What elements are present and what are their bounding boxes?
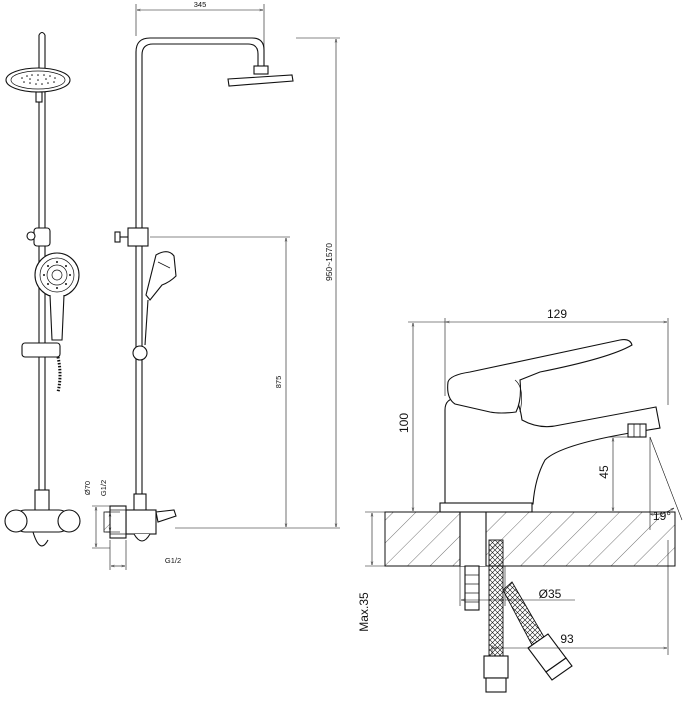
- dim-19deg: 19°: [649, 436, 683, 530]
- dim-max35-label: Max.35: [357, 592, 371, 632]
- countertop-section: [384, 511, 676, 567]
- dim-93: 93: [491, 540, 669, 655]
- mounting-shank: [464, 565, 480, 611]
- dim-g12-top-label: G1/2: [99, 480, 108, 496]
- dim-g12-bottom: G1/2: [109, 540, 181, 570]
- dim-129: 129: [444, 307, 669, 405]
- rain-shower-head-side: [227, 65, 294, 87]
- dim-45: 45: [597, 436, 630, 511]
- dim-d70-label: Ø70: [83, 481, 92, 495]
- dim-93-label: 93: [560, 632, 574, 646]
- mixer-side: [103, 505, 177, 542]
- hand-shower-front: [34, 252, 80, 341]
- basin-faucet-view: 129 100 45 19° Ø35: [357, 307, 683, 693]
- dim-100-label: 100: [397, 413, 411, 433]
- hand-shower-side: [144, 251, 177, 346]
- rain-shower-head: [5, 67, 71, 103]
- dim-d35-label: Ø35: [539, 587, 562, 601]
- dim-g12-top: G1/2: [99, 480, 120, 533]
- dim-950-1570: 950~1570: [175, 37, 340, 529]
- dim-19deg-label: 19°: [653, 509, 671, 523]
- shower-side-view: 345 950~1570 875 Ø70 G1/2: [83, 0, 340, 570]
- faucet-body: [439, 339, 661, 513]
- dim-d35: Ø35: [459, 566, 575, 606]
- dim-345: 345: [135, 0, 265, 64]
- dim-100: 100: [397, 321, 446, 513]
- dim-875: 875: [150, 236, 290, 527]
- dim-g12-bottom-label: G1/2: [165, 556, 181, 565]
- dim-950-1570-label: 950~1570: [324, 243, 334, 281]
- shower-front-view: [4, 31, 81, 547]
- dim-129-label: 129: [547, 307, 567, 321]
- dim-45-label: 45: [597, 465, 611, 479]
- flexible-hoses: [483, 539, 573, 693]
- dim-max35: Max.35: [357, 511, 385, 632]
- dim-345-label: 345: [194, 0, 207, 9]
- thermostatic-mixer: [4, 509, 81, 547]
- dim-875-label: 875: [274, 376, 283, 389]
- dim-d70: Ø70: [83, 481, 110, 549]
